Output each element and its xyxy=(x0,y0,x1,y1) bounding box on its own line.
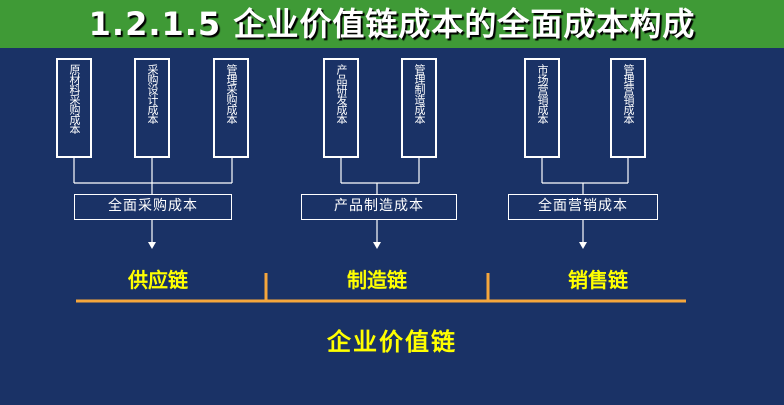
chain-label-manufacturing: 制造链 xyxy=(347,268,407,292)
cost-item-label: 产品研发成本 xyxy=(335,64,347,124)
cost-item-label: 管理制造成本 xyxy=(413,64,425,124)
slide-title: 1.2.1.5 企业价值链成本的全面成本构成 xyxy=(88,5,696,43)
cost-item-box: 产品研发成本 xyxy=(323,58,359,158)
cost-item-label: 采购设计成本 xyxy=(146,64,158,124)
cost-item-label: 管理营销成本 xyxy=(622,64,634,124)
summary-box-manufacturing: 产品制造成本 xyxy=(301,194,457,220)
cost-item-label: 市场营销成本 xyxy=(536,64,548,124)
diagram-area xyxy=(0,48,784,405)
cost-item-box: 市场营销成本 xyxy=(524,58,560,158)
cost-item-label: 管理采购成本 xyxy=(225,64,237,124)
arrow-head xyxy=(373,242,381,249)
chain-label-sales: 销售链 xyxy=(568,268,628,292)
cost-item-box: 采购设计成本 xyxy=(134,58,170,158)
summary-box-marketing: 全面营销成本 xyxy=(508,194,658,220)
title-bar xyxy=(0,0,784,48)
cost-item-box: 管理制造成本 xyxy=(401,58,437,158)
arrow-head xyxy=(148,242,156,249)
cost-item-box: 管理营销成本 xyxy=(610,58,646,158)
chain-label-supply: 供应链 xyxy=(128,268,188,292)
summary-box-procurement: 全面采购成本 xyxy=(74,194,232,220)
cost-item-box: 原材料采购成本 xyxy=(56,58,92,158)
value-chain-label: 企业价值链 xyxy=(327,328,457,356)
cost-item-box: 管理采购成本 xyxy=(213,58,249,158)
cost-item-label: 原材料采购成本 xyxy=(68,64,80,134)
arrow-head xyxy=(579,242,587,249)
